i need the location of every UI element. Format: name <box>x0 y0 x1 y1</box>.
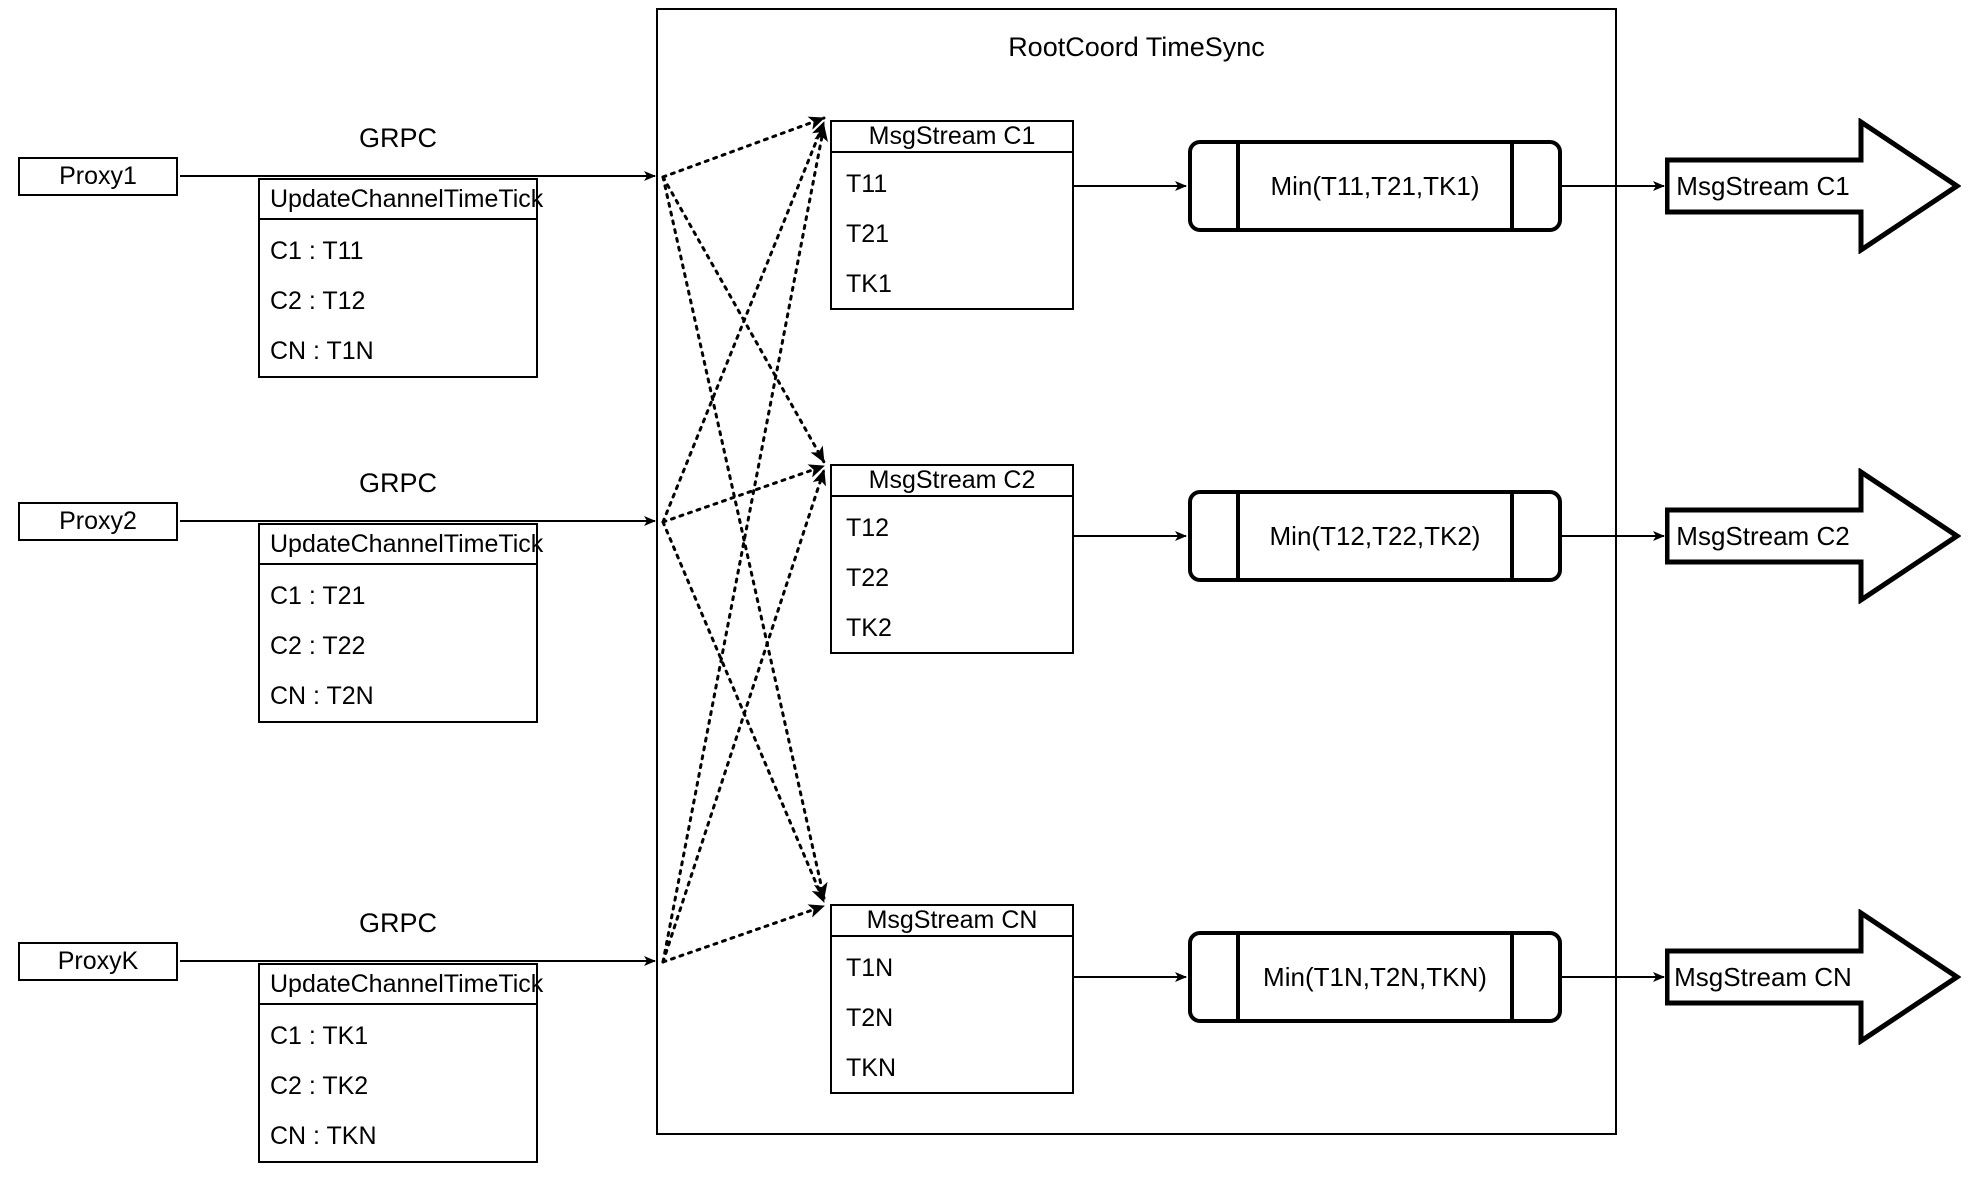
grpc-method-2: UpdateChannelTimeTick <box>260 525 543 565</box>
grpc-table-1: UpdateChannelTimeTick C1 : T11 C2 : T12 … <box>258 178 543 378</box>
process-bar-right <box>1510 494 1514 578</box>
grpc-method-k: UpdateChannelTimeTick <box>260 965 543 1005</box>
grpc-entries-k: C1 : TK1 C2 : TK2 CN : TKN <box>260 1005 536 1161</box>
process-bar-left <box>1236 144 1240 228</box>
grpc-method-1: UpdateChannelTimeTick <box>260 180 543 220</box>
grpc-link-label-k: GRPC <box>358 908 437 938</box>
msgstream-tick: T22 <box>846 564 890 592</box>
grpc-link-label-2: GRPC <box>358 468 437 498</box>
min-process-c2: Min(T12,T22,TK2) <box>1188 490 1562 582</box>
min-process-c1: Min(T11,T21,TK1) <box>1188 140 1562 232</box>
msgstream-tick: TK2 <box>846 614 892 642</box>
output-block-arrow-c2: MsgStream C2 <box>1665 468 1961 604</box>
min-label: Min(T12,T22,TK2) <box>1269 520 1481 551</box>
proxy-box-1[interactable]: Proxy1 <box>18 157 178 196</box>
msgstream-table-cn: MsgStream CN T1N T2N TKN <box>830 904 1074 1094</box>
grpc-entry: CN : T2N <box>270 682 374 710</box>
msgstream-title: MsgStream C2 <box>832 466 1072 497</box>
msgstream-ticks: T11 T21 TK1 <box>832 153 1072 309</box>
msgstream-table-c2: MsgStream C2 T12 T22 TK2 <box>830 464 1074 654</box>
rootcoord-timesync-container <box>656 8 1617 1135</box>
min-label: Min(T1N,T2N,TKN) <box>1263 961 1487 992</box>
grpc-table-k: UpdateChannelTimeTick C1 : TK1 C2 : TK2 … <box>258 963 543 1163</box>
proxy-box-k[interactable]: ProxyK <box>18 942 178 981</box>
msgstream-tick: T2N <box>846 1004 894 1032</box>
msgstream-tick: T11 <box>846 170 888 198</box>
grpc-entry: C1 : TK1 <box>270 1022 369 1050</box>
msgstream-tick: T1N <box>846 954 894 982</box>
output-block-arrow-c1: MsgStream C1 <box>1665 118 1961 254</box>
msgstream-tick: T12 <box>846 514 890 542</box>
proxy-label: Proxy1 <box>59 162 137 190</box>
min-process-cn: Min(T1N,T2N,TKN) <box>1188 931 1562 1023</box>
msgstream-table-c1: MsgStream C1 T11 T21 TK1 <box>830 120 1074 310</box>
grpc-link-label-1: GRPC <box>358 123 437 153</box>
output-label: MsgStream C1 <box>1676 170 1850 201</box>
grpc-entries-1: C1 : T11 C2 : T12 CN : T1N <box>260 220 536 376</box>
grpc-entries-2: C1 : T21 C2 : T22 CN : T2N <box>260 565 536 721</box>
msgstream-ticks: T1N T2N TKN <box>832 937 1072 1093</box>
process-bar-right <box>1510 144 1514 228</box>
min-label: Min(T11,T21,TK1) <box>1270 170 1480 201</box>
output-label: MsgStream CN <box>1674 961 1852 992</box>
grpc-entry: CN : TKN <box>270 1122 377 1150</box>
rootcoord-timesync-title: RootCoord TimeSync <box>1008 32 1265 62</box>
process-bar-left <box>1236 935 1240 1019</box>
grpc-entry: C1 : T11 <box>270 237 364 265</box>
output-block-arrow-cn: MsgStream CN <box>1665 909 1961 1045</box>
msgstream-title: MsgStream C1 <box>832 122 1072 153</box>
output-label: MsgStream C2 <box>1676 520 1850 551</box>
msgstream-ticks: T12 T22 TK2 <box>832 497 1072 653</box>
grpc-table-2: UpdateChannelTimeTick C1 : T21 C2 : T22 … <box>258 523 543 723</box>
proxy-label: Proxy2 <box>59 507 137 535</box>
proxy-label: ProxyK <box>57 947 139 975</box>
grpc-entry: C2 : TK2 <box>270 1072 369 1100</box>
msgstream-tick: TK1 <box>846 270 892 298</box>
process-bar-left <box>1236 494 1240 578</box>
grpc-entry: C2 : T22 <box>270 632 366 660</box>
grpc-entry: C1 : T21 <box>270 582 366 610</box>
msgstream-title: MsgStream CN <box>832 906 1072 937</box>
grpc-entry: CN : T1N <box>270 337 374 365</box>
msgstream-tick: TKN <box>846 1054 896 1082</box>
process-bar-right <box>1510 935 1514 1019</box>
proxy-box-2[interactable]: Proxy2 <box>18 502 178 541</box>
grpc-entry: C2 : T12 <box>270 287 366 315</box>
msgstream-tick: T21 <box>846 220 890 248</box>
